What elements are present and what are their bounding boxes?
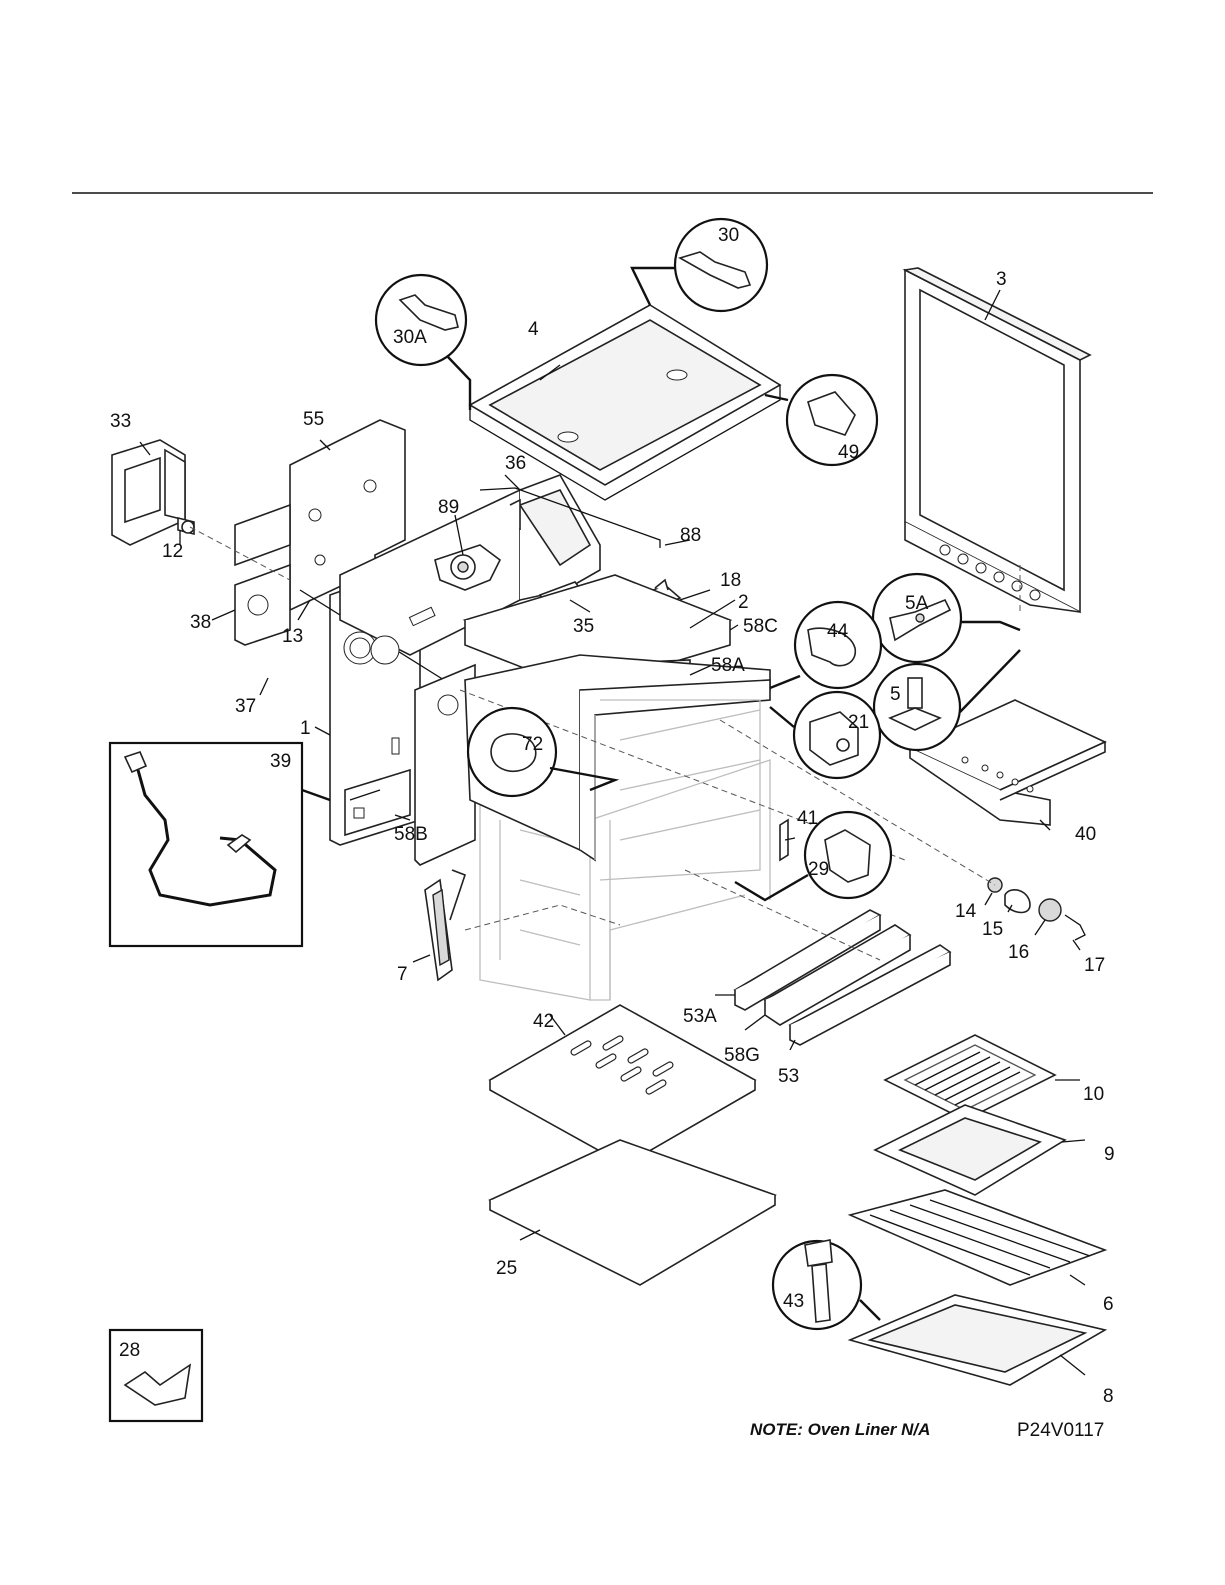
label-58c: 58C bbox=[743, 616, 778, 637]
detail-5a-circle bbox=[873, 574, 961, 662]
detail-5-circle bbox=[874, 664, 960, 750]
label-5: 5 bbox=[890, 684, 901, 705]
label-25: 25 bbox=[496, 1258, 517, 1279]
label-33: 33 bbox=[110, 411, 131, 432]
power-cord-39-box bbox=[110, 743, 302, 946]
label-16: 16 bbox=[1008, 942, 1029, 963]
detail-44-circle bbox=[795, 602, 881, 688]
label-2: 2 bbox=[738, 592, 749, 613]
label-12: 12 bbox=[162, 541, 183, 562]
label-18: 18 bbox=[720, 570, 741, 591]
label-88: 88 bbox=[680, 525, 701, 546]
lens-16-part bbox=[1039, 899, 1061, 921]
label-53a: 53A bbox=[683, 1006, 717, 1027]
label-17: 17 bbox=[1084, 955, 1105, 976]
label-72: 72 bbox=[522, 734, 543, 755]
label-21: 21 bbox=[848, 712, 869, 733]
detail-49-circle bbox=[787, 375, 877, 465]
label-9: 9 bbox=[1104, 1144, 1115, 1165]
label-7: 7 bbox=[397, 964, 408, 985]
label-58a: 58A bbox=[711, 655, 745, 676]
label-29: 29 bbox=[808, 859, 829, 880]
bottom-panel-25-part bbox=[490, 1140, 775, 1285]
label-35: 35 bbox=[573, 616, 594, 637]
bottom-pan-8-part bbox=[850, 1295, 1105, 1385]
detail-43-circle bbox=[773, 1240, 861, 1329]
label-30: 30 bbox=[718, 225, 739, 246]
label-5a: 5A bbox=[905, 593, 929, 614]
note-text: NOTE: Oven Liner N/A bbox=[750, 1420, 930, 1439]
label-8: 8 bbox=[1103, 1386, 1114, 1407]
rear-panel-frame-part bbox=[905, 268, 1090, 612]
detail-30a-circle bbox=[376, 275, 466, 365]
label-6: 6 bbox=[1103, 1294, 1114, 1315]
label-36: 36 bbox=[505, 453, 526, 474]
label-89: 89 bbox=[438, 497, 459, 518]
label-14: 14 bbox=[955, 901, 977, 922]
clip-17-part bbox=[1065, 915, 1085, 940]
detail-21-circle bbox=[794, 692, 880, 778]
label-4: 4 bbox=[528, 319, 539, 340]
label-55: 55 bbox=[303, 409, 324, 430]
label-41: 41 bbox=[797, 808, 818, 829]
label-43: 43 bbox=[783, 1291, 804, 1312]
label-37: 37 bbox=[235, 696, 256, 717]
label-3: 3 bbox=[996, 269, 1007, 290]
label-44: 44 bbox=[827, 621, 849, 642]
label-53: 53 bbox=[778, 1066, 799, 1087]
label-13: 13 bbox=[282, 626, 303, 647]
label-58b: 58B bbox=[394, 824, 428, 845]
label-38: 38 bbox=[190, 612, 211, 633]
label-15: 15 bbox=[982, 919, 1003, 940]
broiler-pan-9-part bbox=[875, 1105, 1065, 1195]
label-10: 10 bbox=[1083, 1084, 1104, 1105]
oven-rack-6-part bbox=[850, 1190, 1105, 1285]
label-40: 40 bbox=[1075, 824, 1096, 845]
label-39: 39 bbox=[270, 751, 291, 772]
label-30a: 30A bbox=[393, 327, 427, 348]
label-42: 42 bbox=[533, 1011, 554, 1032]
label-49: 49 bbox=[838, 442, 859, 463]
label-28: 28 bbox=[119, 1340, 140, 1361]
label-58g: 58G bbox=[724, 1045, 760, 1066]
hinge-7-part bbox=[425, 870, 465, 980]
label-1: 1 bbox=[300, 718, 311, 739]
drawing-code: P24V0117 bbox=[1017, 1420, 1104, 1441]
bracket-33-part bbox=[112, 440, 185, 545]
bulb-15-part bbox=[1005, 890, 1030, 913]
